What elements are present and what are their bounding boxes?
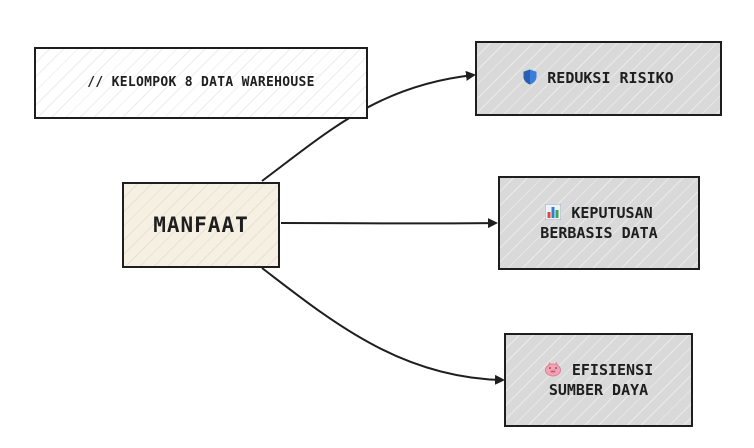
title-box: // KELOMPOK 8 DATA WAREHOUSE [34, 47, 368, 119]
piggy-bank-icon [544, 361, 561, 377]
benefit-keputusan-berbasis-data: KEPUTUSAN BERBASIS DATA [498, 176, 700, 270]
arrow-to-efisiensi [261, 267, 505, 385]
benefit-efisiensi-sumber-daya: EFISIENSI SUMBER DAYA [504, 333, 693, 427]
title-text: // KELOMPOK 8 DATA WAREHOUSE [87, 75, 315, 91]
bar-chart-icon [545, 203, 562, 220]
benefit-label: EFISIENSI [571, 360, 654, 379]
center-text: MANFAAT [153, 212, 249, 237]
benefit-label: KEPUTUSAN [571, 203, 653, 222]
center-node: MANFAAT [122, 182, 280, 268]
benefit-label: REDUKSI RISIKO [547, 69, 674, 88]
benefit-reduksi-risiko: REDUKSI RISIKO [475, 41, 722, 116]
benefit-label-line2: SUMBER DAYA [548, 381, 649, 399]
benefit-label-line2: BERBASIS DATA [540, 224, 658, 242]
shield-icon [523, 69, 537, 85]
